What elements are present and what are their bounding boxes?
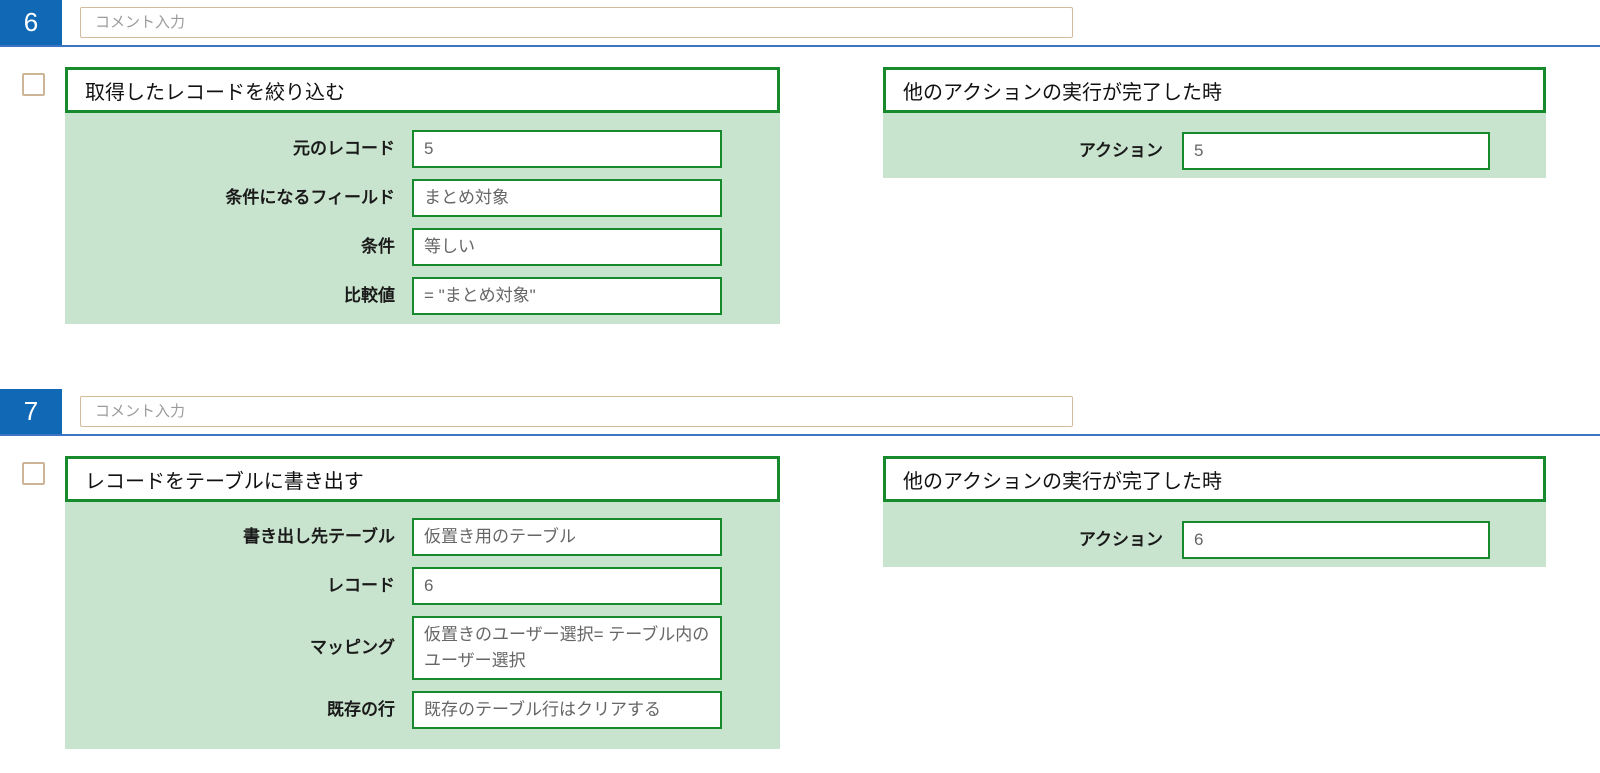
field-row: 比較値 = "まとめ対象" [65,277,780,315]
comment-input[interactable] [80,396,1073,427]
step-number-badge: 6 [0,0,62,45]
field-value-input[interactable]: 既存のテーブル行はクリアする [412,691,722,729]
action-title: レコードをテーブルに書き出す [65,456,780,502]
step-divider [0,434,1600,436]
field-value-input[interactable]: 6 [1182,521,1490,559]
step-7-header: 7 [0,389,1600,434]
step-7-body: レコードをテーブルに書き出す 書き出し先テーブル 仮置き用のテーブル レコード … [0,436,1600,749]
field-label: 既存の行 [327,700,395,719]
trigger-title: 他のアクションの実行が完了した時 [883,67,1546,113]
field-label: 条件になるフィールド [225,188,395,207]
trigger-fields-panel: アクション 6 [883,502,1546,567]
field-label: アクション [1078,530,1163,549]
field-row: アクション 6 [883,521,1546,559]
field-row: 条件 等しい [65,228,780,266]
field-value-input[interactable]: 5 [1182,132,1490,170]
field-row: 既存の行 既存のテーブル行はクリアする [65,691,780,729]
action-card: 取得したレコードを絞り込む 元のレコード 5 条件になるフィールド まとめ対象 … [65,67,780,324]
field-row: 条件になるフィールド まとめ対象 [65,179,780,217]
field-value-input[interactable]: 仮置きのユーザー選択= テーブル内のユーザー選択 [412,616,722,680]
action-title: 取得したレコードを絞り込む [65,67,780,113]
field-row: マッピング 仮置きのユーザー選択= テーブル内のユーザー選択 [65,616,780,680]
field-label: 条件 [361,237,395,256]
field-label: アクション [1078,141,1163,160]
trigger-fields-panel: アクション 5 [883,113,1546,178]
field-value-input[interactable]: = "まとめ対象" [412,277,722,315]
action-fields-panel: 元のレコード 5 条件になるフィールド まとめ対象 条件 等しい 比較値 = "… [65,113,780,324]
field-value-input[interactable]: 等しい [412,228,722,266]
comment-input[interactable] [80,7,1073,38]
step-divider [0,45,1600,47]
action-fields-panel: 書き出し先テーブル 仮置き用のテーブル レコード 6 マッピング 仮置きのユーザ… [65,502,780,749]
field-label: レコード [327,576,395,595]
field-label: マッピング [310,638,395,657]
step-6-body: 取得したレコードを絞り込む 元のレコード 5 条件になるフィールド まとめ対象 … [0,47,1600,324]
field-label: 比較値 [344,286,395,305]
field-value-input[interactable]: 6 [412,567,722,605]
step-select-checkbox[interactable] [22,462,45,485]
workflow-step-7: 7 レコードをテーブルに書き出す 書き出し先テーブル 仮置き用のテーブル レコー… [0,389,1600,749]
trigger-title: 他のアクションの実行が完了した時 [883,456,1546,502]
field-label: 元のレコード [293,139,395,158]
workflow-step-6: 6 取得したレコードを絞り込む 元のレコード 5 条件になるフィールド まとめ対… [0,0,1600,324]
field-value-input[interactable]: まとめ対象 [412,179,722,217]
field-value-input[interactable]: 5 [412,130,722,168]
field-row: 元のレコード 5 [65,130,780,168]
step-select-checkbox[interactable] [22,73,45,96]
trigger-card: 他のアクションの実行が完了した時 アクション 6 [883,456,1546,567]
step-6-header: 6 [0,0,1600,45]
field-value-input[interactable]: 仮置き用のテーブル [412,518,722,556]
step-number-badge: 7 [0,389,62,434]
field-row: 書き出し先テーブル 仮置き用のテーブル [65,518,780,556]
field-row: レコード 6 [65,567,780,605]
field-row: アクション 5 [883,132,1546,170]
trigger-card: 他のアクションの実行が完了した時 アクション 5 [883,67,1546,178]
field-label: 書き出し先テーブル [243,527,395,546]
action-card: レコードをテーブルに書き出す 書き出し先テーブル 仮置き用のテーブル レコード … [65,456,780,749]
